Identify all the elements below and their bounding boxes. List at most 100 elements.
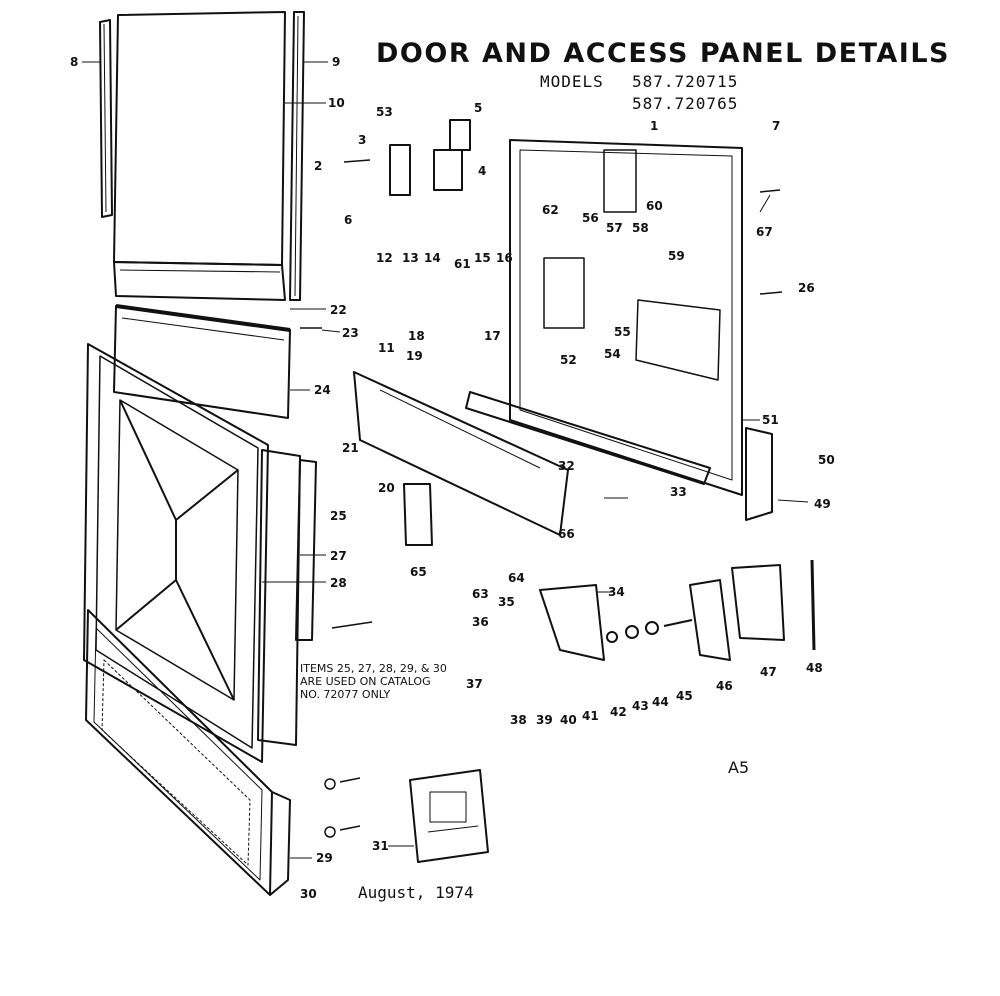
callout-58: 58 <box>632 221 649 235</box>
page-title: DOOR AND ACCESS PANEL DETAILS <box>376 38 950 69</box>
callout-1: 1 <box>650 119 658 133</box>
callout-4: 4 <box>478 164 486 178</box>
callout-10: 10 <box>328 96 345 110</box>
callout-31: 31 <box>372 839 389 853</box>
callout-52: 52 <box>560 353 577 367</box>
callout-21: 21 <box>342 441 359 455</box>
callout-8: 8 <box>70 55 78 69</box>
callout-64: 64 <box>508 571 525 585</box>
callout-29: 29 <box>316 851 333 865</box>
leader-49 <box>777 499 809 503</box>
door-hinge <box>745 427 773 521</box>
leader-23 <box>321 329 341 333</box>
callout-50: 50 <box>818 453 835 467</box>
callout-55: 55 <box>614 325 631 339</box>
callout-5: 5 <box>474 101 482 115</box>
latch-housing <box>389 119 471 196</box>
callout-13: 13 <box>402 251 419 265</box>
screw-set <box>300 159 783 838</box>
callout-62: 62 <box>542 203 559 217</box>
callout-32: 32 <box>558 459 575 473</box>
callout-33: 33 <box>670 485 687 499</box>
callout-26: 26 <box>798 281 815 295</box>
access-panel-frame <box>83 343 269 763</box>
callout-42: 42 <box>610 705 627 719</box>
leader-67 <box>759 194 771 213</box>
callout-6: 6 <box>344 213 352 227</box>
callout-20: 20 <box>378 481 395 495</box>
callout-40: 40 <box>560 713 577 727</box>
side-trim-left <box>99 19 113 218</box>
instruction-booklet <box>409 769 489 863</box>
callout-41: 41 <box>582 709 599 723</box>
callout-45: 45 <box>676 689 693 703</box>
callout-46: 46 <box>716 679 733 693</box>
callout-37: 37 <box>466 677 483 691</box>
callout-23: 23 <box>342 326 359 340</box>
side-bracket <box>689 564 785 661</box>
callout-3: 3 <box>358 133 366 147</box>
callout-30: 30 <box>300 887 317 901</box>
callout-7: 7 <box>772 119 780 133</box>
callout-51: 51 <box>762 413 779 427</box>
callout-63: 63 <box>472 587 489 601</box>
model-number-1: 587.720715 <box>632 72 739 91</box>
callout-43: 43 <box>632 699 649 713</box>
callout-34: 34 <box>608 585 625 599</box>
callout-12: 12 <box>376 251 393 265</box>
spring-cover <box>403 483 433 546</box>
callout-2: 2 <box>314 159 322 173</box>
callout-15: 15 <box>474 251 491 265</box>
callout-18: 18 <box>408 329 425 343</box>
callout-56: 56 <box>582 211 599 225</box>
callout-44: 44 <box>652 695 669 709</box>
callout-54: 54 <box>604 347 621 361</box>
inner-door-panel <box>509 139 743 496</box>
callout-17: 17 <box>484 329 501 343</box>
callout-53: 53 <box>376 105 393 119</box>
callout-67: 67 <box>756 225 773 239</box>
callout-57: 57 <box>606 221 623 235</box>
callout-49: 49 <box>814 497 831 511</box>
callout-25: 25 <box>330 509 347 523</box>
catalog-note-line-2: ARE USED ON CATALOG <box>300 675 431 688</box>
callout-38: 38 <box>510 713 527 727</box>
revision-date: August, 1974 <box>358 883 474 902</box>
model-number-2: 587.720765 <box>632 94 739 113</box>
callout-47: 47 <box>760 665 777 679</box>
callout-66: 66 <box>558 527 575 541</box>
callout-22: 22 <box>330 303 347 317</box>
callout-9: 9 <box>332 55 340 69</box>
callout-11: 11 <box>378 341 395 355</box>
spring-rod <box>810 559 816 651</box>
sheet-number: A5 <box>728 758 750 777</box>
callout-59: 59 <box>668 249 685 263</box>
callout-27: 27 <box>330 549 347 563</box>
callout-35: 35 <box>498 595 515 609</box>
callout-28: 28 <box>330 576 347 590</box>
catalog-note-line-1: ITEMS 25, 27, 28, 29, & 30 <box>300 662 447 675</box>
models-label: MODELS <box>540 72 604 91</box>
cam-arm-assembly <box>539 584 605 661</box>
door-panel <box>113 11 286 301</box>
callout-48: 48 <box>806 661 823 675</box>
callout-labels: 8 9 10 1 2 3 4 5 6 7 11 12 13 14 15 16 1… <box>70 55 835 901</box>
side-trim-right <box>289 11 305 301</box>
callout-60: 60 <box>646 199 663 213</box>
callout-39: 39 <box>536 713 553 727</box>
door-trim-bar <box>113 304 291 419</box>
hinge-bar <box>353 371 569 536</box>
callout-16: 16 <box>496 251 513 265</box>
catalog-note: ITEMS 25, 27, 28, 29, & 30 ARE USED ON C… <box>300 662 447 701</box>
callout-24: 24 <box>314 383 331 397</box>
callout-14: 14 <box>424 251 441 265</box>
bottom-rail <box>465 391 711 485</box>
kick-panel <box>85 609 291 896</box>
panel-gasket <box>257 449 317 746</box>
fastener-stack <box>606 619 693 643</box>
callout-36: 36 <box>472 615 489 629</box>
callout-19: 19 <box>406 349 423 363</box>
catalog-note-line-3: NO. 72077 ONLY <box>300 688 391 701</box>
